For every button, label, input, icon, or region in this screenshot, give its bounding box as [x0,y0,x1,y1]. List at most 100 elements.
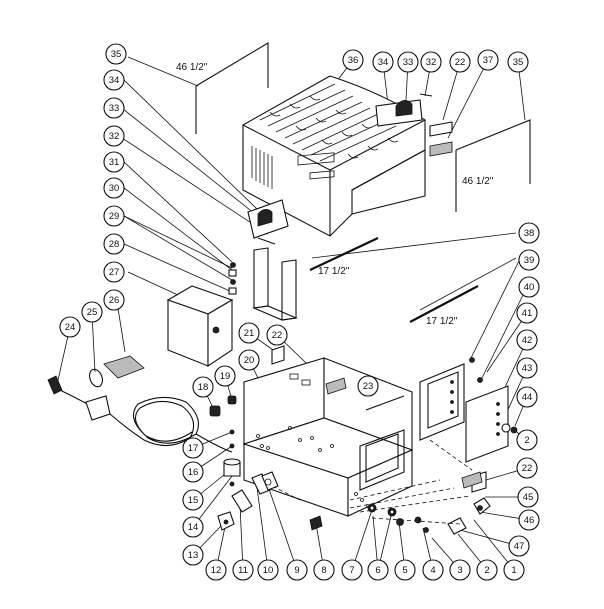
callout-circle [182,437,204,459]
callout-number: 16 [188,467,199,478]
callout-20: 20 [238,349,260,371]
callout-number: 12 [211,565,222,576]
wire-35-right [455,119,531,212]
callout-circle [516,429,538,451]
callout-number: 22 [455,57,466,68]
label-26 [103,355,145,379]
wire-35-left [195,42,269,134]
callout-circle [205,559,227,581]
label-22-mid [325,377,347,395]
callout-2: 2 [516,429,538,451]
callout-circle [103,289,125,311]
callout-33: 33 [397,51,419,73]
callout-circle [372,51,394,73]
callout-circle [422,559,444,581]
callout-number: 37 [483,55,494,66]
callout-31: 31 [103,151,125,173]
callout-circle [341,559,363,581]
callout-circle [266,324,288,346]
callout-circle [516,357,538,379]
callout-circle [449,51,471,73]
callout-32: 32 [103,125,125,147]
callout-number: 14 [188,522,199,533]
callout-8: 8 [313,559,335,581]
callout-number: 27 [109,267,120,278]
callout-circle [103,151,125,173]
callout-23: 23 [357,375,379,397]
callout-number: 23 [363,381,374,392]
callout-41: 41 [516,302,538,324]
callout-number: 9 [294,565,299,576]
callout-1: 1 [503,559,525,581]
callout-number: 43 [522,363,533,374]
cover-vent-pattern [259,83,399,162]
callout-15: 15 [182,489,204,511]
dim-label-17-half-upper: 17 1/2" [318,266,350,277]
callout-circle [518,249,540,271]
callout-circle [449,559,471,581]
callout-44: 44 [516,386,538,408]
callout-13: 13 [182,544,204,566]
callout-12: 12 [205,559,227,581]
callout-36: 36 [342,49,364,71]
callout-number: 3 [457,565,462,576]
callout-number: 31 [109,157,120,168]
callout-number: 19 [220,371,231,382]
nuts-7-3 [367,503,429,533]
callout-number: 34 [109,75,120,86]
callout-39: 39 [518,249,540,271]
callout-number: 40 [524,282,535,293]
callout-14: 14 [182,516,204,538]
callout-27: 27 [103,261,125,283]
callout-34: 34 [372,51,394,73]
screw-8 [309,515,323,531]
callout-number: 29 [109,211,120,222]
callout-number: 41 [522,308,533,319]
callout-number: 38 [524,228,535,239]
standoff-11 [231,489,253,513]
callout-number: 46 [524,515,535,526]
switch-13 [217,511,235,531]
callout-11: 11 [232,559,254,581]
label-23 [365,395,405,411]
callout-circle [516,457,538,479]
callout-number: 28 [109,239,120,250]
callout-46: 46 [518,509,540,531]
callout-circle [507,51,529,73]
callout-circle [182,461,204,483]
fuse-holder-47 [447,517,467,535]
callout-circle [477,49,499,71]
callout-number: 32 [426,57,437,68]
callout-number: 5 [402,565,407,576]
callout-circle [517,486,539,508]
callout-circle [232,559,254,581]
callout-26: 26 [103,289,125,311]
callout-circle [516,329,538,351]
callout-circle [503,559,525,581]
cover-side-louvres [251,146,273,189]
callout-number: 35 [513,57,524,68]
callout-circle [59,316,81,338]
callout-45: 45 [517,486,539,508]
callout-10: 10 [257,559,279,581]
callout-25: 25 [81,301,103,323]
callout-circle [394,559,416,581]
callout-43: 43 [516,357,538,379]
callout-number: 22 [522,463,533,474]
callout-circle [420,51,442,73]
callout-number: 10 [263,565,274,576]
callout-circle [103,233,125,255]
callout-number: 17 [188,443,199,454]
callout-33: 33 [103,97,125,119]
callout-circle [238,349,260,371]
fuse-10-9 [251,471,279,495]
callout-number: 2 [524,435,529,446]
callout-number: 34 [378,57,389,68]
callout-number: 25 [87,307,98,318]
callout-40: 40 [518,276,540,298]
callout-2: 2 [476,559,498,581]
hardware-14-17 [223,429,241,487]
circuit-board-39 [419,363,465,441]
callout-circle [81,301,103,323]
